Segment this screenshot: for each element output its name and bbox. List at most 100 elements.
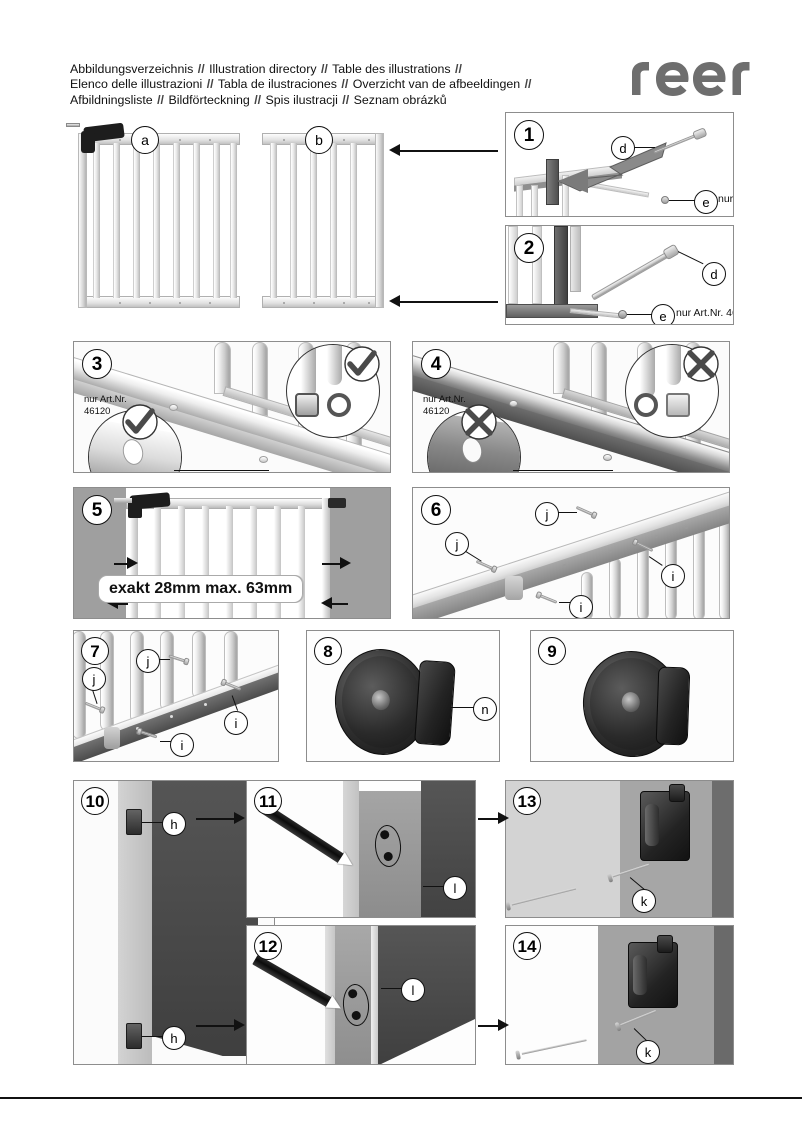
gate-a-left-post [78,133,87,308]
gate-a-bar [193,143,200,298]
hinge-h-top [126,809,142,835]
callout-e: e [651,304,675,324]
gate-a-bar [230,143,237,298]
gate-b-bottom-rail [262,296,384,308]
check-icon [344,346,380,382]
callout-j: j [82,667,106,691]
callout-d: d [611,136,635,160]
callout-d-leader [677,251,704,265]
wall-bracket [628,935,678,1008]
reer-logo [632,62,750,96]
panel-1-note: nur Art.Nr. 46220 [718,193,734,205]
callout-e-leader [669,200,696,202]
screw-d-part [588,234,693,304]
nut-e-part [661,196,669,204]
frame-post-art [546,159,559,205]
detail-leader [513,470,613,472]
measure-arrow-head-tr [340,557,351,569]
gate-bar-art [562,175,569,216]
latch-body [128,498,142,518]
tube-art [214,342,231,394]
header-line-1: Abbildungsverzeichnis // Illustration di… [70,62,590,77]
detail-leader [174,470,269,472]
panel-3-note-l1: nur Art.Nr. [84,394,127,405]
panel-1: 1 d e nur Art.Nr. 46220 [505,112,734,217]
measure-arrow-line-tl [114,563,128,565]
measure-arrow-line-tr [322,563,342,565]
screw-j-part [574,503,602,523]
panel-8-number: 8 [314,637,342,665]
flow-arrow-line-10-12 [196,1025,236,1027]
panel-4: 4 nur Art.Nr. 46120 [412,341,730,473]
rail-hole [609,550,612,553]
header-l1-p3: Table des illustrations [332,62,451,76]
callout-h: h [162,812,186,836]
gate-bar [274,506,281,618]
separator-icon: // [524,77,532,92]
check-icon [122,404,158,440]
panel-6-number: 6 [421,495,451,525]
callout-e: e [694,190,718,214]
callout-h-leader [142,822,164,824]
gate-assembly-b [262,133,384,308]
callout-k: k [632,889,656,913]
panel-11-number: 11 [254,787,282,815]
tube-art [553,342,570,394]
gate-bar [202,506,209,618]
measure-arrow-line-br [328,603,348,605]
wall-cup-insert-fitted [655,666,691,746]
measurement-label: exakt 28mm max. 63mm [98,575,304,603]
callout-j-leader [557,512,577,514]
gate-b-right-post [375,133,384,308]
measure-arrow-head-br [321,597,332,609]
separator-icon: // [342,92,350,107]
header-line-2: Elenco delle illustrazioni // Tabla de i… [70,77,590,92]
header-l3-p4: Seznam obrázků [353,92,447,107]
nail-second-part [515,1035,589,1060]
screw-i-part [535,590,566,610]
pin-hole [603,454,612,461]
gate-assembly-a [66,122,240,308]
gate-a-bar [133,143,140,298]
header-l1-p1: Abbildungsverzeichnis [70,62,194,76]
pencil-icon [252,954,345,1015]
panel-3-note-l2: 46120 [84,405,111,417]
callout-h: h [162,1026,186,1050]
flow-arrow-head-10-11 [234,812,245,824]
callout-j: j [136,649,160,673]
gate-a-bar [93,143,100,298]
frame-post-inner [570,226,581,292]
gate-bar [298,506,305,618]
callout-i: i [224,711,248,735]
header-l2-p3: Overzicht van de afbeeldingen [352,77,521,92]
callout-i: i [569,595,593,618]
callout-b: b [305,126,333,154]
rail-hole [655,535,658,538]
gate-bar-art [532,226,542,304]
separator-icon: // [455,62,462,76]
gate-b-bar [310,143,317,298]
panel-9: 9 [530,630,734,762]
callout-i: i [661,564,685,588]
wall-bracket [640,784,690,861]
panel-10: 10 h h [73,780,275,1065]
gate-a-bar [113,143,120,298]
callout-n-leader [451,707,475,709]
callout-l: l [401,978,425,1002]
gate-a-bar [173,143,180,298]
panel-14: 14 k [505,925,734,1065]
callout-i: i [170,733,194,757]
gate-bar-art [516,185,523,216]
pin-hole [259,456,268,463]
tube-art [130,631,144,723]
header-l2-p1: Elenco delle illustrazioni [70,77,203,92]
callout-i-leader [160,741,172,743]
flow-arrow-line-10-11 [196,818,236,820]
rail-hole [685,526,688,529]
panel-13: 13 k [505,780,734,918]
header-title-block: Abbildungsverzeichnis // Illustration di… [70,62,590,108]
measure-arrow-line-bl [114,603,128,605]
rail-hole [204,703,207,706]
gate-bar [226,506,233,618]
header-line-3: Afbildningsliste // Bildförteckning // S… [70,93,590,108]
